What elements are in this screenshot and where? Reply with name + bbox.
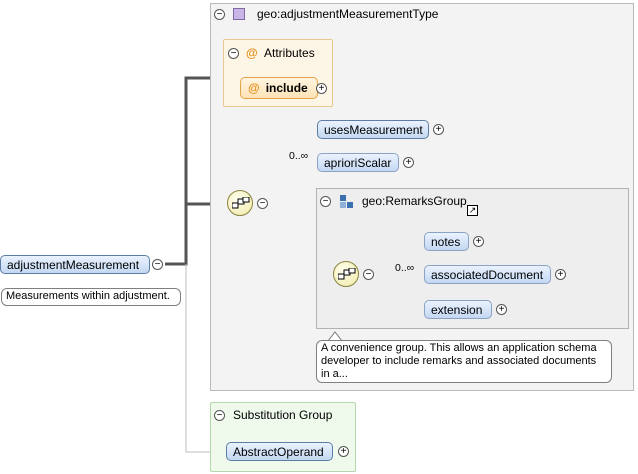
remarks-group-name: geo:RemarksGroup xyxy=(362,194,467,208)
element-label: associatedDocument xyxy=(431,268,544,282)
element-label: AbstractOperand xyxy=(233,445,324,459)
collapse-sequence-icon[interactable]: − xyxy=(257,198,268,209)
remarks-sequence-icon[interactable] xyxy=(333,261,359,287)
root-element[interactable]: adjustmentMeasurement xyxy=(0,255,150,274)
element-usesMeasurement[interactable]: usesMeasurement xyxy=(317,120,429,139)
type-name: geo:adjustmentMeasurementType xyxy=(257,7,439,21)
collapse-attributes-icon[interactable]: − xyxy=(228,48,239,59)
attribute-at-icon: @ xyxy=(246,46,258,60)
element-extension[interactable]: extension xyxy=(424,300,492,319)
element-label: aprioriScalar xyxy=(324,156,392,170)
collapse-substitution-icon[interactable]: − xyxy=(214,410,225,421)
expand-usesMeasurement-icon[interactable]: + xyxy=(433,124,444,135)
expand-include-icon[interactable]: + xyxy=(316,83,327,94)
collapse-remarks-icon[interactable]: − xyxy=(320,196,331,207)
element-AbstractOperand[interactable]: AbstractOperand xyxy=(226,442,333,461)
substitution-title: Substitution Group xyxy=(233,408,333,422)
remarks-documentation: A convenience group. This allows an appl… xyxy=(316,340,612,383)
attribute-label: include xyxy=(265,81,308,95)
sequence-compositor-icon[interactable] xyxy=(227,190,253,216)
element-associatedDocument[interactable]: associatedDocument xyxy=(424,265,551,284)
element-notes[interactable]: notes xyxy=(424,232,469,251)
sequence-glyph-icon xyxy=(232,197,250,209)
go-to-definition-icon[interactable]: ↗ xyxy=(467,205,478,216)
group-icon xyxy=(340,195,353,208)
expand-associatedDocument-icon[interactable]: + xyxy=(555,269,566,280)
attributes-title: Attributes xyxy=(264,46,315,60)
sequence-glyph-icon xyxy=(338,268,356,280)
element-label: notes xyxy=(431,235,461,249)
doc-pointer xyxy=(328,331,342,341)
collapse-root-icon[interactable]: − xyxy=(152,259,163,270)
attribute-include[interactable]: @ include xyxy=(240,77,318,99)
remarks-doc-text: A convenience group. This allows an appl… xyxy=(321,342,597,380)
root-documentation: Measurements within adjustment. xyxy=(1,288,181,306)
apriori-cardinality: 0..∞ xyxy=(289,150,309,162)
expand-AbstractOperand-icon[interactable]: + xyxy=(338,446,349,457)
root-element-label: adjustmentMeasurement xyxy=(7,258,140,272)
complex-type-icon xyxy=(233,8,245,20)
element-label: extension xyxy=(431,303,483,317)
expand-extension-icon[interactable]: + xyxy=(496,304,507,315)
attribute-icon: @ xyxy=(248,81,260,95)
remarks-cardinality: 0..∞ xyxy=(395,262,415,274)
collapse-type-icon[interactable]: − xyxy=(214,9,225,20)
element-aprioriScalar[interactable]: aprioriScalar xyxy=(317,153,399,172)
element-label: usesMeasurement xyxy=(324,123,423,137)
expand-notes-icon[interactable]: + xyxy=(473,236,484,247)
expand-aprioriScalar-icon[interactable]: + xyxy=(403,157,414,168)
collapse-remarks-sequence-icon[interactable]: − xyxy=(363,269,374,280)
root-doc-text: Measurements within adjustment. xyxy=(6,290,170,302)
